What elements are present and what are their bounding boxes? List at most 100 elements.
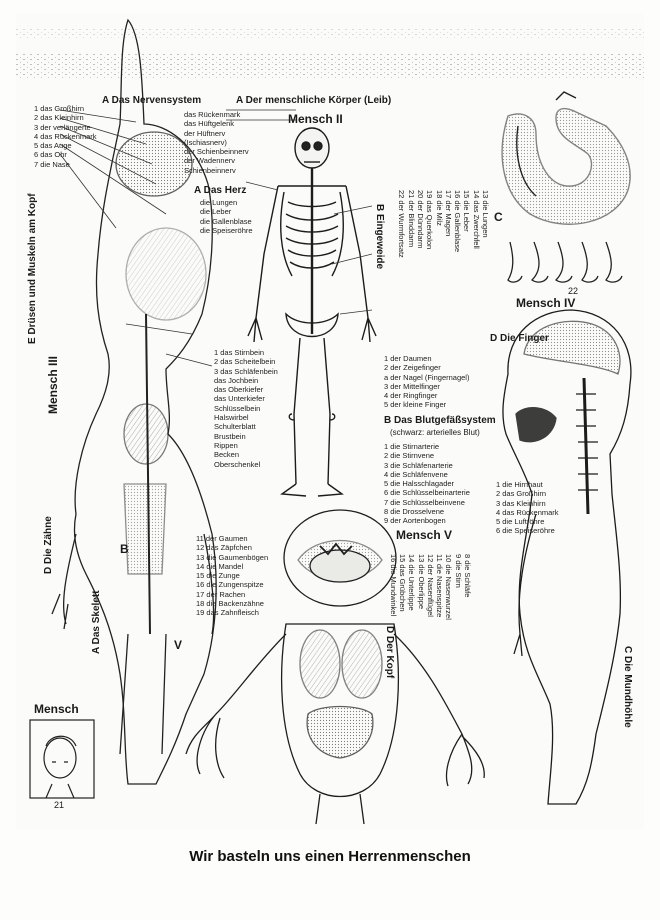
heading-eingeweide: B Eingeweide xyxy=(374,204,385,270)
list-item: 6 die Speiseröhre xyxy=(496,526,555,536)
heading-herz: A Das Herz xyxy=(194,185,247,196)
label-mensch-5: Mensch V xyxy=(396,528,453,542)
list-item: 6 das Ohr xyxy=(34,150,67,160)
list-item: 14 die Mandel xyxy=(196,561,244,571)
list-item: 3 der verlängerte xyxy=(34,122,91,132)
leader-lines-left xyxy=(59,109,213,367)
list-item: 4 das Rückenmark xyxy=(496,507,559,517)
heading-skelett: A Das Skelett xyxy=(91,590,102,654)
heading-mundhoehle: C Die Mundhöhle xyxy=(622,646,633,728)
list-item: das Hüftgelenk xyxy=(184,119,235,129)
list-item: 21 der Blinddarm xyxy=(406,190,416,248)
list-item: 13 die Lungen xyxy=(481,190,490,238)
label-mensch-1: Mensch xyxy=(34,702,79,716)
label-mensch-3: Mensch III xyxy=(46,355,60,414)
scan-noise-band xyxy=(16,28,644,38)
list-item: 15 die Leber xyxy=(462,190,472,232)
list-item: 12 das Zäpfchen xyxy=(196,543,252,553)
list-item: 2 das Großhirn xyxy=(496,489,547,499)
list-item: 3 das Schläfenbein xyxy=(214,366,278,376)
list-finger: 1 der Daumen 2 der Zeigefinger a der Nag… xyxy=(384,354,469,410)
list-herz: die Lungen die Leber die Gallenblase die… xyxy=(200,198,253,235)
list-item: 5 die Halsschlagader xyxy=(384,479,455,489)
heading-blutgefaesse-sub: (schwarz: arterielles Blut) xyxy=(390,428,480,437)
list-item: Rippen xyxy=(214,440,238,450)
list-nervensystem: 1 das Großhirn 2 das Kleinhirn 3 der ver… xyxy=(34,104,97,169)
collage-illustration xyxy=(16,18,644,825)
list-item: der Schienbeinnerv xyxy=(184,147,249,157)
list-item: 1 der Daumen xyxy=(384,354,432,363)
list-item: 9 der Aortenbogen xyxy=(384,516,446,526)
list-mensch-4: 1 die Hirnhaut 2 das Großhirn 3 das Klei… xyxy=(496,480,559,536)
label-22: 22 xyxy=(568,286,579,296)
list-item: 18 die Milz xyxy=(434,190,444,226)
list-item: 16 die Zungenspitze xyxy=(196,580,264,590)
list-item: 8 die Drosselvene xyxy=(384,507,445,517)
small-head-box xyxy=(29,719,95,799)
list-item: 16 die Mundwinkel xyxy=(388,554,398,617)
list-item: (Ischiasnerv) xyxy=(184,137,227,147)
list-item: 1 die Stirnarterie xyxy=(384,442,440,451)
torso-figure xyxy=(185,509,485,825)
heading-koerper: A Der menschliche Körper (Leib) xyxy=(236,95,392,106)
list-item: 2 das Scheitelbein xyxy=(214,357,276,367)
list-item: 5 die Luftröhre xyxy=(496,517,545,527)
list-item: 17 der Magen xyxy=(443,190,453,237)
list-item: 20 der Dünndarm xyxy=(415,190,425,249)
list-item: 3 der Mittelfinger xyxy=(384,381,440,391)
list-item: 12 der Nasenflügel xyxy=(425,554,435,617)
list-item: 5 der kleine Finger xyxy=(384,400,447,410)
list-mensch-5: 8 die Schläfe 9 die Stirn 10 die Nasenwu… xyxy=(388,554,472,620)
profile-figure-mensch-3 xyxy=(51,18,217,785)
list-item: 15 die Zunge xyxy=(196,571,240,581)
list-skelett: 1 das Stirnbein 2 das Scheitelbein 3 das… xyxy=(214,348,278,469)
list-item: die Speiseröhre xyxy=(200,225,253,235)
list-nervensystem-right: das Rückenmark das Hüftgelenk der Hüftne… xyxy=(184,110,249,175)
list-item: 2 die Stirnvene xyxy=(384,451,435,461)
stomach-figure xyxy=(501,91,631,225)
heading-nervensystem: A Das Nervensystem xyxy=(102,95,202,106)
nose-profiles xyxy=(507,241,623,283)
list-item: 7 die Schlüsselbeinvene xyxy=(384,497,465,507)
label-c: C xyxy=(494,210,503,224)
list-item: das Rückenmark xyxy=(184,110,241,119)
list-item: die Leber xyxy=(200,207,232,217)
list-item: 8 die Schläfe xyxy=(463,554,472,598)
scan-noise-top xyxy=(16,54,644,78)
list-item: das Oberkiefer xyxy=(214,385,264,395)
list-item: 13 die Gaumenbögen xyxy=(196,552,269,562)
list-item: Schienbeinnerv xyxy=(184,165,236,175)
label-b: B xyxy=(120,542,129,556)
page-caption: Wir basteln uns einen Herrenmenschen xyxy=(189,848,471,865)
list-item: 13 die Oberlippe xyxy=(416,554,426,610)
heading-druesen: E Drüsen und Muskeln am Kopf xyxy=(27,193,38,344)
list-item: 15 das Grübchen xyxy=(397,554,407,612)
list-item: Becken xyxy=(214,450,240,460)
heading-blutgefaesse: B Das Blutgefäßsystem xyxy=(384,415,496,426)
list-item: der Wadennerv xyxy=(184,156,235,166)
label-21: 21 xyxy=(54,800,65,810)
heading-zaehne: D Die Zähne xyxy=(43,516,54,574)
list-item: 1 das Stirnbein xyxy=(214,348,265,357)
list-item: 1 das Großhirn xyxy=(34,104,85,113)
list-item: 10 die Nasenwurzel xyxy=(444,554,454,620)
list-item: Halswirbel xyxy=(214,413,249,423)
list-item: 4 die Schläfenvene xyxy=(384,469,448,479)
list-item: der Hüftnerv xyxy=(184,128,226,138)
list-item: 2 der Zeigefinger xyxy=(384,363,441,373)
list-item: 3 das Kleinhirn xyxy=(496,498,546,508)
list-item: 19 das Querkolon xyxy=(425,190,435,250)
list-item: 14 die Unterlippe xyxy=(407,554,417,611)
list-item: 2 das Kleinhirn xyxy=(34,113,84,123)
list-item: 1 die Hirnhaut xyxy=(496,480,543,489)
list-item: 9 die Stirn xyxy=(453,554,463,588)
list-item: 7 die Nase xyxy=(34,159,70,169)
heading-finger: D Die Finger xyxy=(490,333,549,344)
profile-figure-mensch-4 xyxy=(502,309,632,805)
label-mensch-2: Mensch II xyxy=(288,112,343,126)
list-item: die Gallenblase xyxy=(200,216,252,226)
list-item: 22 der Wurmfortsatz xyxy=(397,190,407,258)
list-item: 17 der Rachen xyxy=(196,589,246,599)
skeleton-figure xyxy=(247,127,377,497)
